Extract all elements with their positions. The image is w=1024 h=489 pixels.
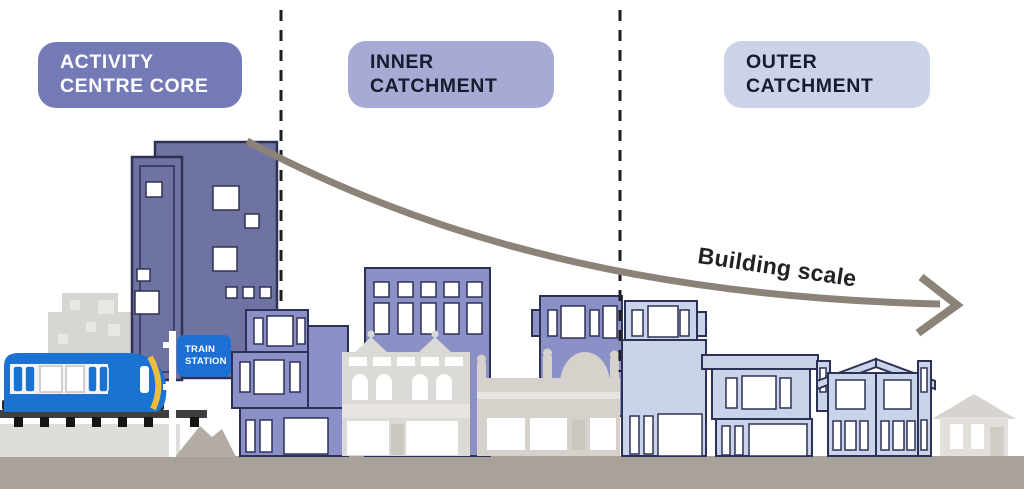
zone-label-line: CATCHMENT [746,74,874,97]
outer-modern-house [701,354,819,457]
sign-line: TRAIN [185,344,216,356]
heritage-shopfront-1 [342,330,470,456]
outer-building-rooftop-extension [621,300,707,457]
sign-line: STATION [185,356,227,367]
background-city-silhouette [48,293,132,356]
zone-badge-inner-catchment: INNER CATCHMENT [348,41,554,108]
outer-small-house [932,394,1016,456]
core-midrise-building [231,309,349,457]
heritage-shopfront-2 [477,348,620,456]
railway-track [0,410,207,427]
train [2,353,167,412]
building-scale-arrow [245,137,964,337]
zone-label-line: CATCHMENT [370,74,498,97]
train-station-sign: TRAIN STATION [177,335,231,377]
zone-label-line: ACTIVITY [60,51,154,74]
zone-badge-activity-centre-core: ACTIVITY CENTRE CORE [38,42,242,108]
zone-label-line: OUTER [746,50,818,73]
terrain [0,424,236,457]
station-pole [163,331,176,457]
zone-badge-outer-catchment: OUTER CATCHMENT [724,41,930,108]
zone-label-line: INNER [370,50,434,73]
activity-core-tower [130,140,279,382]
outer-townhouses [816,357,936,457]
ground [0,456,1024,489]
zone-label-line: CENTRE CORE [60,75,209,97]
